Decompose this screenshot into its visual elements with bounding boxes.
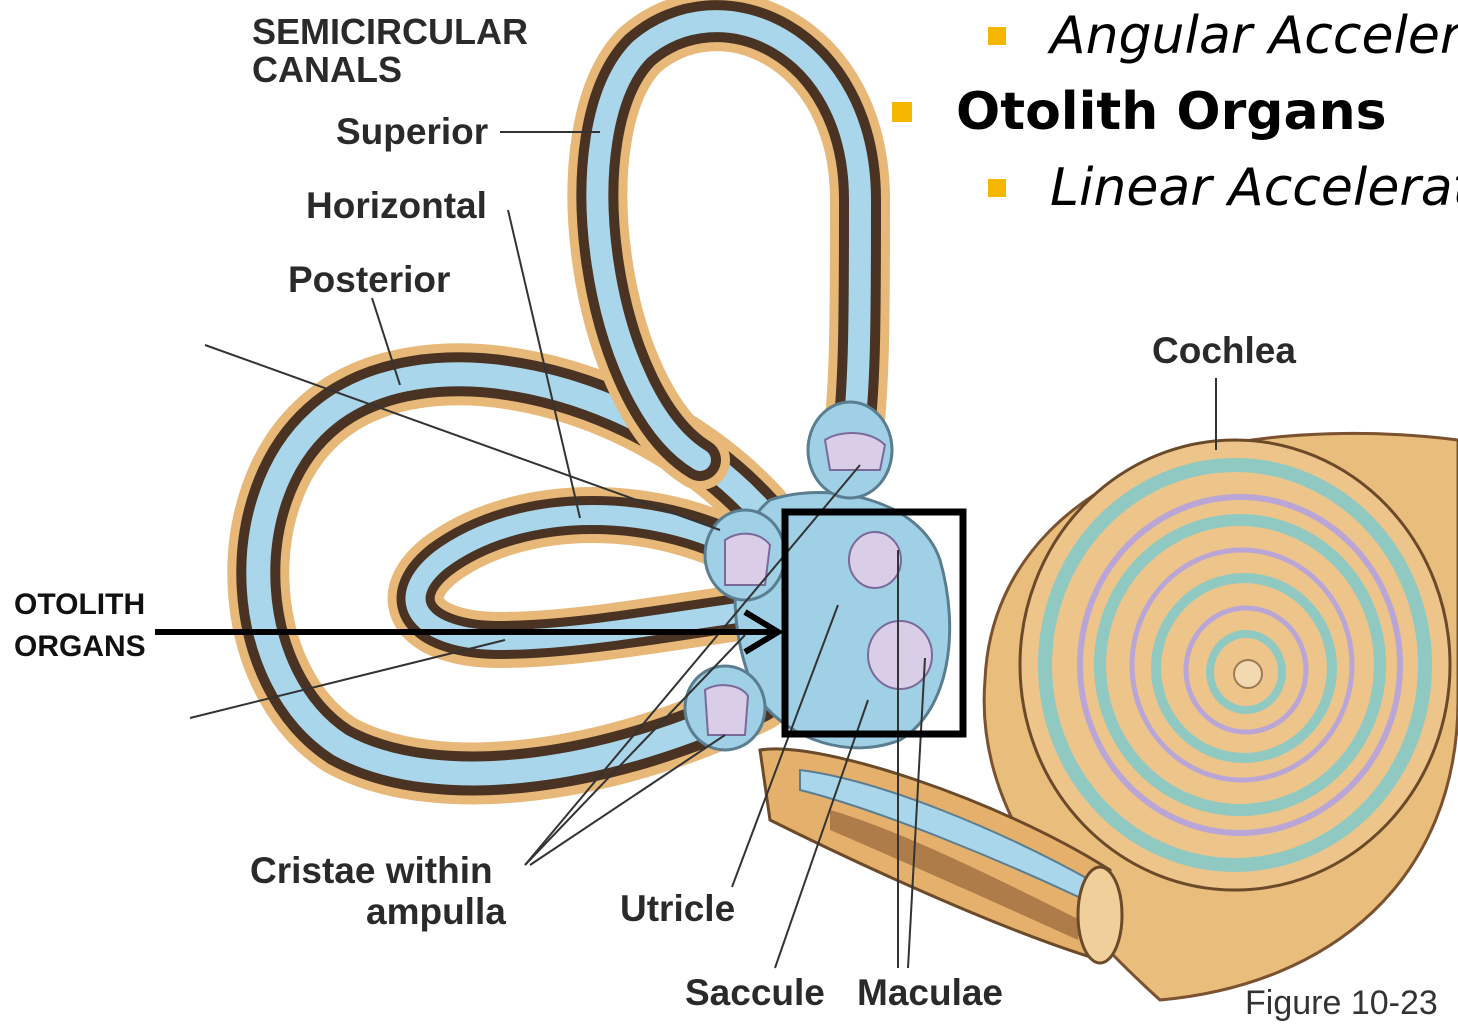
label-maculae: Maculae [857, 974, 1003, 1011]
label-cristae-line2: ampulla [366, 893, 506, 930]
bullet-text: Angular Acceleration [1050, 10, 1458, 62]
otolith-callout: OTOLITH ORGANS [14, 584, 146, 668]
label-semicircular-canals-line2: CANALS [252, 52, 402, 88]
label-superior: Superior [336, 113, 488, 150]
label-saccule: Saccule [685, 974, 825, 1011]
bullet-square-icon [988, 27, 1006, 45]
bullet-square-icon [988, 179, 1006, 197]
label-horizontal: Horizontal [306, 187, 487, 224]
label-posterior: Posterior [288, 261, 450, 298]
bullet-square-icon [892, 102, 912, 122]
bullet-text: Linear Acceleration [1050, 162, 1458, 214]
bullet-list: Angular Acceleration Otolith Organs Line… [880, 0, 1458, 240]
figure-caption: Figure 10-23 [1245, 984, 1458, 1023]
superior-canal [597, 21, 860, 460]
otolith-callout-line1: OTOLITH [14, 584, 146, 626]
label-utricle: Utricle [620, 890, 735, 927]
label-semicircular-canals-line1: SEMICIRCULAR [252, 14, 528, 50]
label-cochlea: Cochlea [1152, 332, 1296, 369]
bullet-text: Otolith Organs [956, 86, 1387, 138]
bullet-item-otolith: Otolith Organs [892, 86, 1387, 138]
label-cristae-line1: Cristae within [250, 852, 493, 889]
bullet-item-angular: Angular Acceleration [988, 10, 1458, 62]
bullet-item-linear: Linear Acceleration [988, 162, 1458, 214]
otolith-callout-line2: ORGANS [14, 626, 146, 668]
